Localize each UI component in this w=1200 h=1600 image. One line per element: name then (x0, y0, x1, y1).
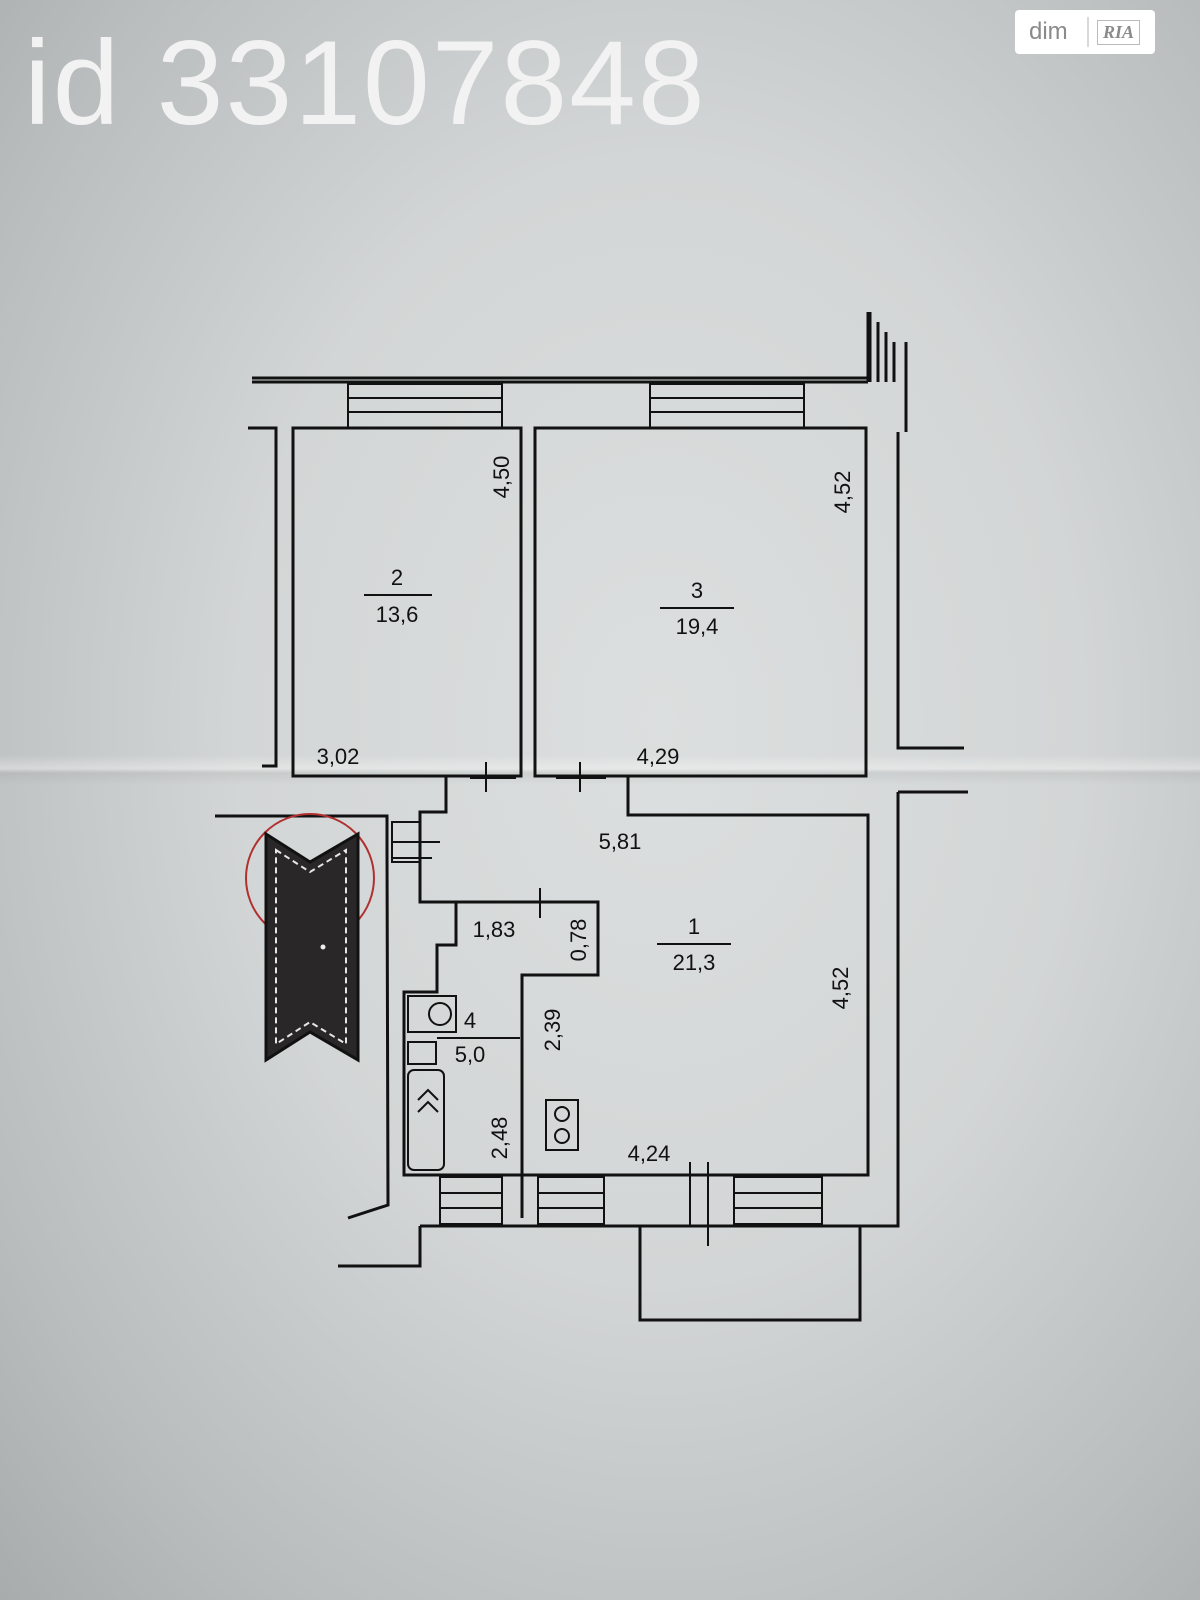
paper-fold (0, 755, 1200, 785)
walls (215, 312, 968, 1322)
logo-dim-text: dim (1029, 18, 1068, 45)
room-4-number: 4 (464, 1008, 476, 1033)
dim-kitchen-wall: 2,39 (540, 1009, 565, 1052)
dim-room3-height: 4,52 (830, 471, 855, 514)
entrance-stair-marker (245, 813, 375, 1063)
room-4-area: 5,0 (455, 1042, 486, 1067)
dim-room1-top: 5,81 (599, 829, 642, 854)
dimension-labels: 4,50 3,02 4,52 4,29 5,81 4,52 4,24 1,83 … (317, 456, 855, 1166)
room-3-number: 3 (691, 578, 703, 603)
bathtub-icon (407, 1069, 445, 1171)
door-marks (470, 762, 606, 918)
dim-room2-width: 3,02 (317, 744, 360, 769)
logo-ria-text: RIA (1097, 19, 1141, 45)
room-2-area: 13,6 (376, 602, 419, 627)
room-labels: 2 13,6 3 19,4 1 21,3 4 5,0 (364, 565, 734, 1067)
sink-icon (407, 1041, 437, 1065)
dim-corridor-width: 1,83 (473, 917, 516, 942)
room-3-area: 19,4 (676, 614, 719, 639)
dim-room1-height: 4,52 (828, 967, 853, 1010)
dim-room3-width: 4,29 (637, 744, 680, 769)
dim-room1-bottom: 4,24 (628, 1141, 671, 1166)
dimria-logo[interactable]: dim RIA (1015, 10, 1155, 54)
stove-icon (545, 1099, 579, 1151)
dim-bath-length: 2,48 (487, 1117, 512, 1160)
dim-room2-height: 4,50 (489, 456, 514, 499)
bathroom-fixtures (407, 995, 579, 1171)
listing-id-watermark: id 33107848 (24, 16, 707, 150)
windows (347, 383, 823, 1246)
toilet-icon (407, 995, 457, 1033)
dim-corridor-depth: 0,78 (566, 919, 591, 962)
room-1-area: 21,3 (673, 950, 716, 975)
logo-divider (1087, 17, 1089, 47)
room-2-number: 2 (391, 565, 403, 590)
room-1-number: 1 (688, 914, 700, 939)
